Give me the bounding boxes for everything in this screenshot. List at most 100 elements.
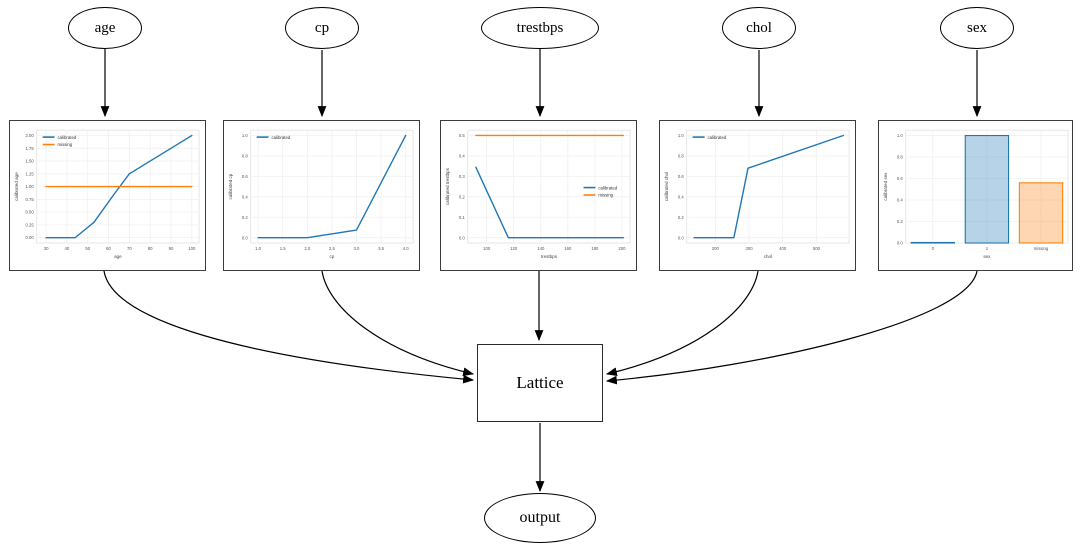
x-tick-label: 30 [44,246,49,251]
y-tick-label: 0.4 [678,194,685,199]
x-axis-label: trestbps [541,254,558,259]
y-tick-label: 0.8 [897,155,904,160]
legend-label-missing: missing [598,193,613,198]
y-tick-label: 0.0 [459,235,466,240]
y-tick-label: 0.2 [242,215,249,220]
x-tick-label: 80 [148,246,153,251]
calibrator-chart-trestbps: 100 120 140 160 180 200 0.0 0.1 0.2 0.3 0.4 0.5 tres… [445,129,631,259]
y-tick-label: 0.5 [459,133,466,138]
y-tick-label: 0.8 [678,154,685,159]
x-tick-label: 3.0 [354,246,361,251]
legend-label-calibrated: calibrated [272,135,291,140]
x-tick-label: 2.0 [304,246,311,251]
y-tick-label: 0.2 [897,219,904,224]
y-tick-label: 2.00 [25,133,34,138]
x-tick-label: 400 [779,246,787,251]
lattice-node-label: Lattice [516,373,564,392]
y-tick-label: 0.4 [459,154,466,159]
legend-label-missing: missing [58,142,73,147]
y-tick-label: 0.0 [678,235,685,240]
y-tick-label: 1.25 [25,171,34,176]
x-tick-label: 200 [618,246,626,251]
edge-calibrator-sex-to-lattice [605,270,978,385]
input-node-cp: cp [285,7,359,49]
y-tick-label: 1.0 [242,133,249,138]
y-axis-label: calibrated cp [228,173,233,199]
x-axis-label: sex [983,254,991,259]
bar-0 [910,241,955,244]
y-tick-label: 1.50 [25,159,34,164]
input-node-trestbps-label: trestbps [516,19,564,36]
output-node: output [484,493,596,543]
calibrator-panel-trestbps: 100 120 140 160 180 200 0.0 0.1 0.2 0.3 0.4 0.5 tres… [440,120,637,271]
x-tick-label: 180 [591,246,599,251]
y-tick-label: 1.75 [25,146,34,151]
x-tick-label: 3.5 [378,246,385,251]
x-tick-label: 40 [65,246,70,251]
input-node-cp-label: cp [314,19,330,36]
x-tick-label: 70 [127,246,132,251]
bar-missing [1018,182,1064,244]
x-tick-label: 160 [564,246,572,251]
y-tick-label: 0.6 [897,176,904,181]
y-tick-label: 0.50 [25,210,34,215]
x-tick-label: 100 [483,246,491,251]
y-tick-label: 0.4 [897,198,904,203]
edge-calibrator-chol-to-lattice [605,270,759,376]
x-tick-label: 140 [537,246,545,251]
y-axis-label: calibrated age [14,172,19,201]
input-node-chol: chol [722,7,796,49]
x-tick-label: 90 [169,246,174,251]
output-node-label: output [519,509,561,526]
legend-label-calibrated: calibrated [708,135,727,140]
x-tick-label: 120 [510,246,518,251]
y-tick-label: 1.0 [678,133,685,138]
series-calibrated [475,166,624,239]
series-calibrated [693,134,845,239]
y-tick-label: 0.2 [678,215,685,220]
y-tick-label: 0.25 [25,222,34,227]
y-tick-label: 0.1 [459,215,466,220]
x-tick-label: 1 [986,246,989,251]
input-node-trestbps: trestbps [481,7,599,49]
y-tick-label: 0.8 [242,154,249,159]
y-axis-label: calibrated chol [664,172,669,201]
y-tick-label: 0.4 [242,194,249,199]
x-axis-label: chol [764,254,772,259]
lattice-node: Lattice [477,344,603,422]
x-tick-label: 2.5 [329,246,336,251]
axes-background [686,129,850,244]
y-tick-label: 0.3 [459,174,466,179]
x-tick-label: 100 [188,246,196,251]
y-axis-label: calibrated sex [883,172,888,201]
input-node-sex: sex [940,7,1014,49]
x-tick-label: 4.0 [403,246,410,251]
input-node-chol-label: chol [746,19,772,36]
edge-calibrator-age-to-lattice [103,270,475,384]
y-tick-label: 0.2 [459,194,466,199]
y-tick-label: 0.6 [678,174,685,179]
axes-background [467,129,631,244]
series-calibrated [257,134,407,239]
y-tick-label: 0.0 [242,235,249,240]
x-tick-label: 1.0 [255,246,262,251]
input-node-age: age [68,7,142,49]
y-tick-label: 0.75 [25,197,34,202]
x-tick-label: 60 [106,246,111,251]
y-tick-label: 1.0 [897,133,904,138]
input-node-age-label: age [94,19,116,36]
x-tick-label: 50 [85,246,90,251]
x-tick-label: 200 [712,246,720,251]
y-tick-label: 0.00 [25,235,34,240]
y-tick-label: 0.0 [897,241,904,246]
x-tick-label: 1.5 [280,246,287,251]
